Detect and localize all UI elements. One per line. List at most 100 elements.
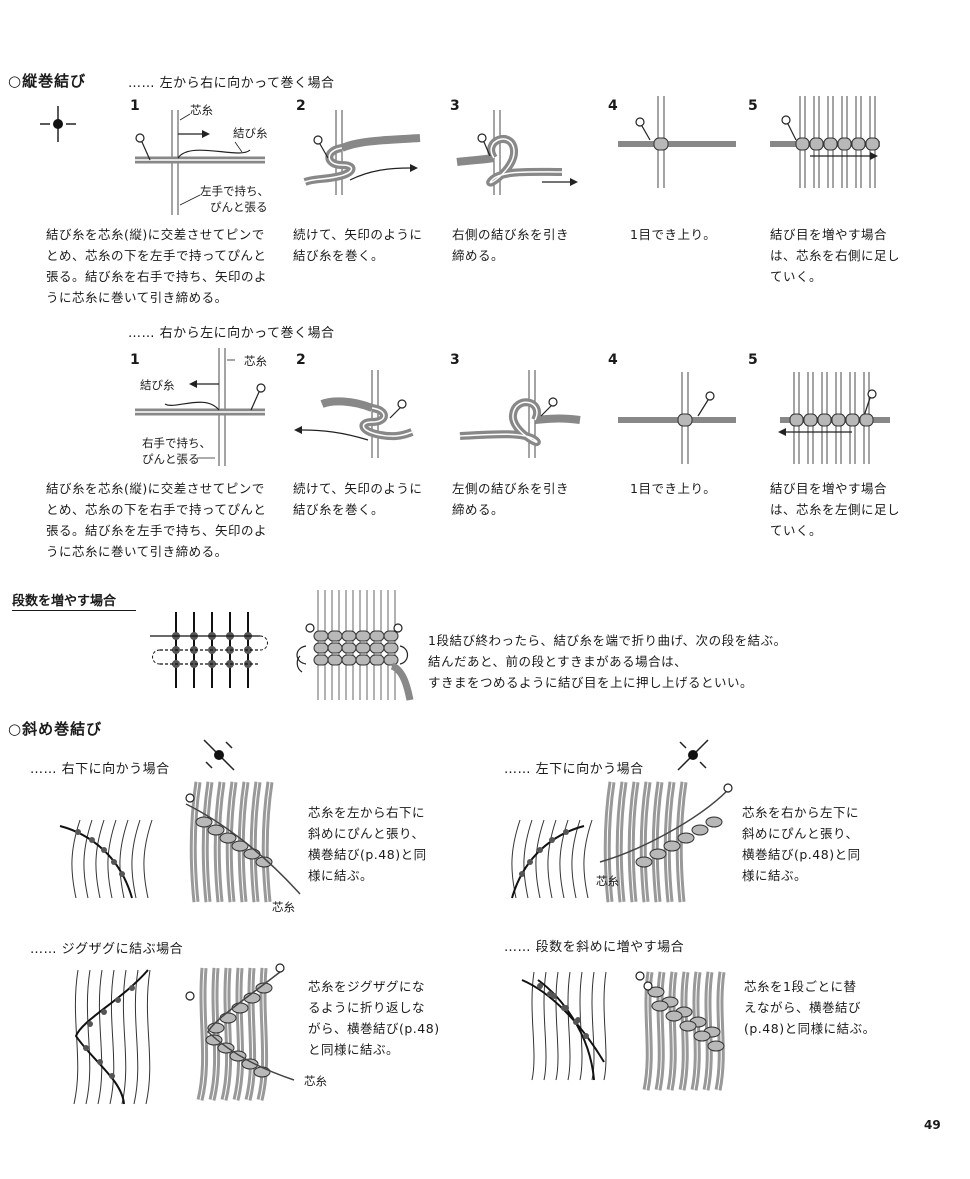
knot-mark bbox=[328, 631, 342, 641]
knot-mark bbox=[678, 833, 694, 843]
caption-line: うに芯糸に巻いて引き締める。 bbox=[46, 541, 286, 562]
knot-dot bbox=[89, 837, 95, 843]
cord-line bbox=[122, 970, 126, 1104]
knot-mark bbox=[370, 643, 384, 653]
caption-line: 様に結ぶ。 bbox=[308, 865, 458, 886]
knot-mark bbox=[356, 643, 370, 653]
knot-mark bbox=[384, 631, 398, 641]
knot-mark bbox=[708, 1041, 724, 1051]
subtitle-right-to-left: …… 右から左に向かって巻く場合 bbox=[128, 322, 334, 341]
knot-mark bbox=[838, 138, 851, 150]
knot-mark bbox=[694, 1031, 710, 1041]
knot-dot bbox=[519, 871, 525, 877]
caption-line: 結び糸を芯糸(縦)に交差させてピンで bbox=[46, 224, 286, 245]
caption-line: は、芯糸を右側に足し bbox=[770, 245, 920, 266]
step-number: 5 bbox=[748, 352, 758, 368]
knot-mark bbox=[818, 414, 831, 426]
down-right-illustration bbox=[182, 782, 302, 912]
knot-mark bbox=[706, 817, 722, 827]
rtl-caption-5: 結び目を増やす場合 は、芯糸を左側に足し ていく。 bbox=[770, 478, 920, 541]
label-core-thread: 芯糸 bbox=[244, 354, 267, 369]
knot-dot bbox=[563, 829, 569, 835]
rtl-caption-1: 結び糸を芯糸(縦)に交差させてピンで とめ、芯糸の下を右手で持ってぴんと 張る。… bbox=[46, 478, 286, 562]
zigzag-schematic bbox=[62, 970, 162, 1105]
subtitle-down-right: …… 右下に向かう場合 bbox=[30, 758, 170, 777]
cord-line bbox=[96, 820, 104, 898]
knot-mark bbox=[244, 849, 260, 859]
knot-mark bbox=[232, 1003, 248, 1013]
knot-dot bbox=[97, 1059, 103, 1065]
ltr-caption-3: 右側の結び糸を引き 締める。 bbox=[452, 224, 602, 266]
description-line: 結んだあと、前の段とすきまがある場合は、 bbox=[428, 651, 948, 672]
caption-line: 締める。 bbox=[452, 499, 602, 520]
cord-line bbox=[260, 636, 268, 650]
knot-mark bbox=[314, 643, 328, 653]
caption-line: るように折り返しな bbox=[308, 997, 458, 1018]
knot-dot bbox=[547, 991, 553, 997]
subtitle-rows-diagonal: …… 段数を斜めに増やす場合 bbox=[504, 936, 684, 955]
subtitle-zigzag: …… ジグザグに結ぶ場合 bbox=[30, 938, 183, 957]
label-knot-thread: 結び糸 bbox=[233, 126, 268, 141]
knot-mark bbox=[860, 414, 873, 426]
knot-dot bbox=[115, 997, 121, 1003]
knot-mark bbox=[220, 833, 236, 843]
down-right-schematic bbox=[60, 820, 150, 900]
cord-line bbox=[532, 972, 534, 1080]
caption-line: うに芯糸に巻いて引き締める。 bbox=[46, 287, 286, 308]
cord-line bbox=[556, 972, 558, 1080]
knot-mark bbox=[314, 655, 328, 665]
knot-mark bbox=[356, 631, 370, 641]
knot-mark bbox=[666, 1011, 682, 1021]
knot-dot bbox=[83, 1045, 89, 1051]
label-core-thread: 芯糸 bbox=[190, 103, 213, 118]
caption-line: 斜めにぴんと張り、 bbox=[742, 823, 892, 844]
knot-dot bbox=[537, 983, 543, 989]
knot-dot bbox=[119, 871, 125, 877]
cord-line bbox=[84, 820, 92, 898]
rows-illustration bbox=[292, 590, 412, 702]
rows-diagonal-schematic bbox=[520, 972, 620, 1082]
cord-line bbox=[544, 972, 546, 1080]
description-line: 1段結び終わったら、結び糸を端で折り曲げ、次の段を結ぶ。 bbox=[428, 630, 948, 651]
ltr-caption-4: 1目でき上り。 bbox=[630, 224, 750, 245]
knot-mark bbox=[220, 1013, 236, 1023]
cord-line bbox=[144, 820, 152, 898]
knot-mark bbox=[810, 138, 823, 150]
caption-line: (p.48)と同様に結ぶ。 bbox=[744, 1018, 894, 1039]
subtitle-down-left: …… 左下に向かう場合 bbox=[504, 758, 644, 777]
caption-line: は、芯糸を左側に足し bbox=[770, 499, 920, 520]
cord-line bbox=[153, 650, 161, 664]
subtitle-left-to-right: …… 左から右に向かって巻く場合 bbox=[128, 72, 334, 91]
knot-dot bbox=[583, 1033, 589, 1039]
zigzag-caption: 芯糸をジグザグにな るように折り返しな がら、横巻結び(p.48) と同様に結ぶ… bbox=[308, 976, 458, 1060]
cord-line bbox=[132, 820, 140, 898]
caption-line: 右側の結び糸を引き bbox=[452, 224, 602, 245]
description-line: すきまをつめるように結び目を上に押し上げるといい。 bbox=[428, 672, 948, 693]
label-core-thread: 芯糸 bbox=[272, 900, 295, 915]
rows-diagonal-caption: 芯糸を1段ごとに替 えながら、横巻結び (p.48)と同様に結ぶ。 bbox=[744, 976, 894, 1039]
caption-line: 結び糸を巻く。 bbox=[293, 499, 443, 520]
knot-dot bbox=[527, 859, 533, 865]
rows-symbol-diagram bbox=[148, 610, 268, 690]
knot-mark bbox=[384, 655, 398, 665]
knot-mark bbox=[824, 138, 837, 150]
rtl-step3-illustration bbox=[455, 370, 585, 460]
knot-mark bbox=[356, 655, 370, 665]
section-title-rows: 段数を増やす場合 bbox=[12, 590, 136, 611]
ltr-step4-illustration bbox=[618, 96, 738, 191]
knot-dot bbox=[87, 1021, 93, 1027]
cord-line bbox=[548, 820, 556, 898]
label-hold: 左手で持ち、 bbox=[200, 184, 269, 199]
rtl-caption-4: 1目でき上り。 bbox=[630, 478, 750, 499]
knot-dot bbox=[129, 985, 135, 991]
cord-line bbox=[572, 820, 580, 898]
knot-mark bbox=[832, 414, 845, 426]
cord-line bbox=[536, 820, 544, 898]
rtl-step5-illustration bbox=[772, 372, 902, 467]
cord-line bbox=[120, 820, 128, 898]
step-number: 4 bbox=[608, 352, 618, 368]
knot-mark bbox=[328, 655, 342, 665]
page-number: 49 bbox=[924, 1118, 941, 1132]
knot-mark bbox=[384, 643, 398, 653]
cord-line bbox=[146, 970, 150, 1104]
